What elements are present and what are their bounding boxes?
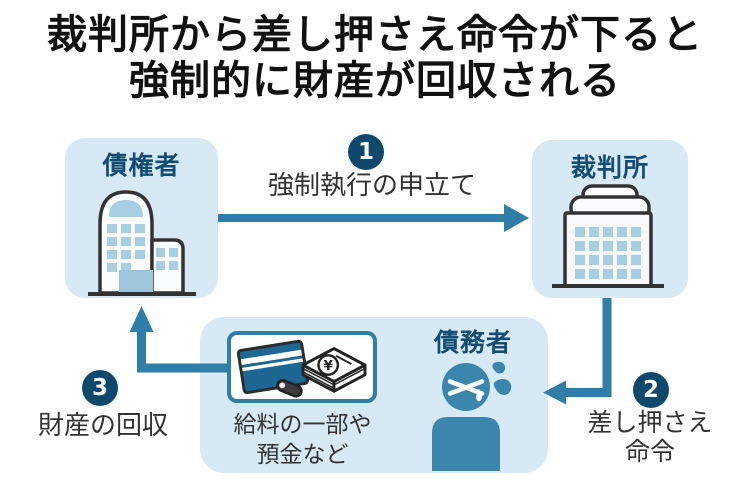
- page-title-line1: 裁判所から差し押さえ命令が下ると: [47, 12, 703, 58]
- banknote-stack-icon: ¥: [301, 347, 367, 393]
- creditor-label: 債権者: [102, 151, 181, 180]
- arrow-step2-seizure-order: [543, 298, 612, 405]
- seized-assets-icons: ¥: [236, 339, 367, 398]
- step1-number: 1: [357, 139, 374, 165]
- distressed-person-icon: [432, 361, 512, 471]
- office-building-icon: [88, 190, 196, 296]
- credit-card-icon: [236, 339, 309, 398]
- tear-drop: [476, 389, 482, 402]
- arrow-step1-petition: [218, 204, 529, 232]
- debtor-label: 債務者: [433, 328, 512, 357]
- step1-badge: 1: [348, 134, 384, 170]
- step3-number: 3: [91, 375, 108, 401]
- courthouse-building-icon: [552, 184, 664, 288]
- step2-label-line1: 差し押さえ: [587, 408, 713, 437]
- step2-number: 2: [642, 377, 659, 403]
- svg-text:¥: ¥: [323, 358, 333, 374]
- asset-caption: 給料の一部や 預金など: [210, 411, 395, 471]
- step1-label: 強制執行の申立て: [267, 171, 476, 201]
- court-label: 裁判所: [570, 153, 649, 182]
- step2-label: 差し押さえ 命令: [575, 408, 725, 467]
- sweat-drops: [492, 361, 512, 395]
- step2-badge: 2: [633, 372, 669, 408]
- step3-label: 財産の回収: [37, 411, 168, 441]
- page-title-line2: 強制的に財産が回収される: [129, 58, 621, 104]
- asset-caption-line2: 預金など: [256, 441, 349, 468]
- asset-caption-line1: 給料の一部や: [233, 412, 372, 438]
- step3-badge: 3: [82, 370, 118, 406]
- page-title: 裁判所から差し押さえ命令が下ると 強制的に財産が回収される: [0, 12, 750, 104]
- step2-label-line2: 命令: [624, 436, 675, 466]
